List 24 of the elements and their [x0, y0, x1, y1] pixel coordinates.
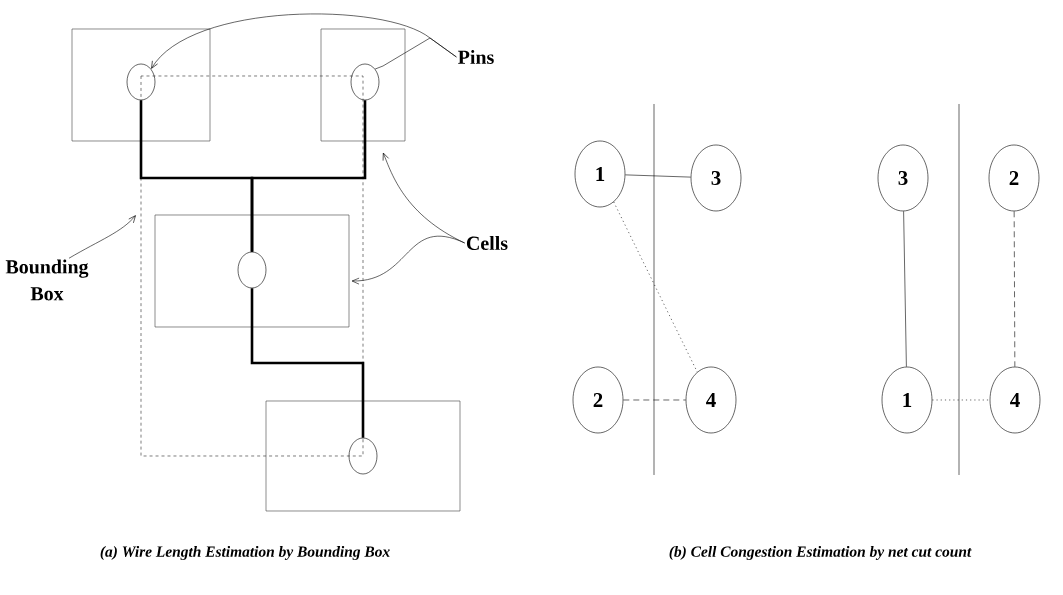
cell-box: [71, 28, 211, 142]
wire: [250, 288, 365, 438]
pin-ellipse: [126, 63, 156, 101]
callout-label: Cells: [466, 236, 508, 250]
net-line: [903, 211, 907, 367]
callout-label: Bounding Box: [5, 259, 89, 301]
net-line: [932, 399, 990, 401]
caption: (b) Cell Congestion Estimation by net cut count: [669, 545, 972, 560]
pin-ellipse: [350, 63, 380, 101]
net-line: [625, 174, 691, 178]
wire: [250, 100, 367, 252]
leader-line: [68, 215, 136, 259]
cell-box: [154, 214, 350, 328]
net-line: [623, 399, 686, 401]
pin-ellipse: [348, 437, 378, 475]
leader-line: [351, 235, 465, 285]
leader-line: [374, 37, 457, 70]
pin-ellipse: [237, 251, 267, 289]
net-line: [1013, 211, 1016, 367]
callout-label: Pins: [458, 50, 494, 64]
cell-box: [265, 400, 461, 512]
net-line: [613, 201, 698, 373]
cell-box: [320, 28, 406, 142]
caption: (a) Wire Length Estimation by Bounding Box: [100, 545, 390, 560]
